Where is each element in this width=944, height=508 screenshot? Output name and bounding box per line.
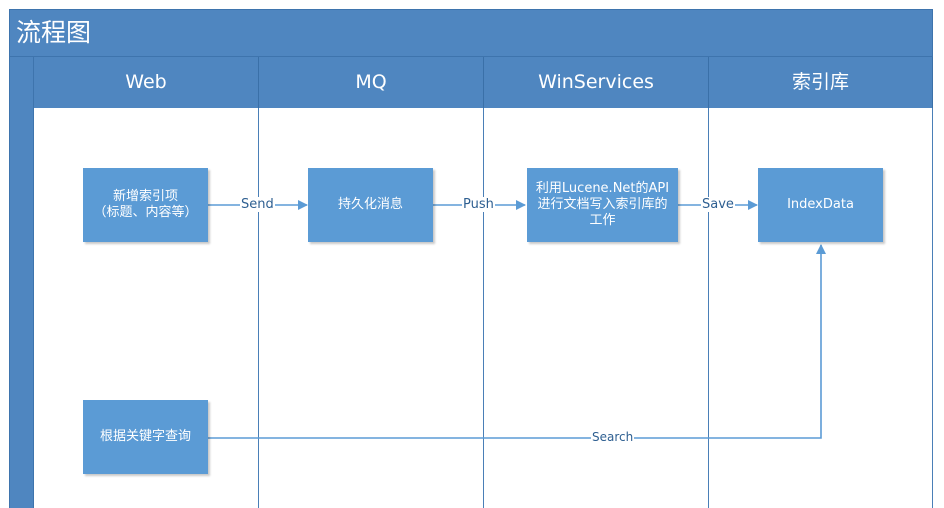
edge-label-save: Save — [701, 197, 735, 212]
node-add-index-text: 新增索引项 （标题、内容等） — [93, 189, 198, 220]
node-index-data-text: IndexData — [787, 197, 854, 212]
lane-header-mq: MQ — [259, 57, 484, 108]
lane-divider — [258, 108, 259, 508]
diagram-title: 流程图 — [9, 9, 933, 57]
node-write-index[interactable]: 利用Lucene.Net的API 进行文档写入索引库的 工作 — [527, 168, 678, 242]
lane-right-border — [932, 108, 933, 508]
node-add-index[interactable]: 新增索引项 （标题、内容等） — [83, 168, 208, 242]
node-persist-message[interactable]: 持久化消息 — [308, 168, 433, 242]
node-persist-message-text: 持久化消息 — [337, 197, 403, 212]
lane-header-web: Web — [34, 57, 259, 108]
node-write-index-text: 利用Lucene.Net的API 进行文档写入索引库的 工作 — [535, 181, 670, 228]
lane-header-index-db: 索引库 — [709, 57, 933, 108]
edge-search — [208, 244, 826, 439]
node-keyword-search[interactable]: 根据关键字查询 — [83, 400, 208, 474]
lane-divider — [708, 108, 709, 508]
lane-header-winservices: WinServices — [484, 57, 709, 108]
edge-label-send: Send — [240, 197, 275, 212]
node-keyword-search-text: 根据关键字查询 — [99, 429, 191, 444]
edge-label-push: Push — [462, 197, 495, 212]
lane-divider — [483, 108, 484, 508]
swimlane-side-strip — [9, 57, 34, 508]
node-index-data[interactable]: IndexData — [758, 168, 883, 242]
edge-label-search: Search — [591, 430, 635, 445]
